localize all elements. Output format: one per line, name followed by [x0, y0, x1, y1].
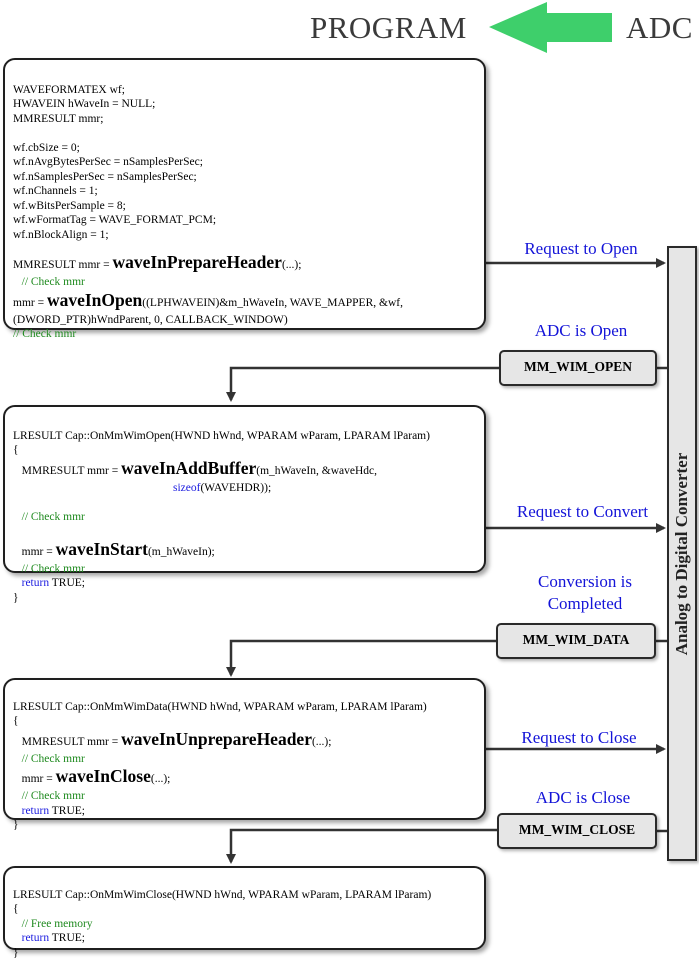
code-line: wf.cbSize = 0;	[13, 141, 80, 154]
code-text: TRUE;	[49, 577, 85, 589]
big-left-arrow	[489, 2, 612, 53]
label-conversion-line2: Completed	[547, 594, 623, 613]
fn-wave-in-prepare-header: waveInPrepareHeader	[112, 252, 282, 272]
adc-title: ADC	[626, 10, 693, 45]
code-comment: // Check mmr	[13, 790, 85, 802]
code-text: TRUE;	[49, 932, 85, 944]
code-line: wf.nSamplesPerSec = nSamplesPerSec;	[13, 170, 197, 183]
code-line: wf.nBlockAlign = 1;	[13, 228, 109, 241]
label-request-open: Request to Open	[524, 239, 638, 258]
code-text: (...);	[311, 735, 332, 748]
code-line: wf.nAvgBytesPerSec = nSamplesPerSec;	[13, 156, 203, 168]
msg-mm-wim-open: MM_WIM_OPEN	[499, 350, 657, 386]
program-title: PROGRAM	[310, 10, 467, 45]
code-text: MMRESULT mmr =	[13, 735, 122, 748]
fn-wave-in-start: waveInStart	[55, 538, 148, 559]
code-line: wf.wBitsPerSample = 8;	[13, 199, 126, 212]
code-brace: {	[13, 444, 19, 456]
label-adc-open: ADC is Open	[534, 321, 628, 340]
arrow-data-callback	[226, 639, 498, 677]
code-comment: // Check mmr	[13, 510, 85, 523]
code-text: mmr =	[13, 296, 47, 309]
fn-wave-in-unprepare-header: waveInUnprepareHeader	[121, 728, 312, 749]
function-signature: LRESULT Cap::OnMmWimData(HWND hWnd, WPAR…	[13, 700, 427, 713]
code-text: MMRESULT mmr =	[13, 464, 122, 477]
keyword-return: return	[21, 932, 50, 944]
adc-bar: Analog to Digital Converter	[667, 246, 697, 861]
code-text: mmr =	[13, 545, 56, 558]
keyword-sizeof: sizeof	[173, 481, 201, 494]
code-text: ((LPHWAVEIN)&m_hWaveIn, WAVE_MAPPER, &wf…	[142, 296, 403, 309]
code-text: TRUE;	[49, 804, 85, 817]
code-brace: }	[13, 946, 19, 959]
code-comment: // Check mmr	[13, 562, 85, 575]
code-line: wf.nChannels = 1;	[13, 185, 98, 197]
msg-mm-wim-data: MM_WIM_DATA	[496, 623, 656, 659]
label-request-close: Request to Close	[521, 728, 637, 747]
code-text: MMRESULT mmr =	[13, 259, 113, 271]
code-text: (...);	[281, 259, 302, 271]
code-comment: // Check mmr	[13, 752, 85, 765]
label-conversion-line1: Conversion is	[538, 572, 632, 591]
keyword-return: return	[21, 804, 50, 817]
code-box-on-wim-open: LRESULT Cap::OnMmWimOpen(HWND hWnd, WPAR…	[3, 405, 486, 604]
code-box-setup: WAVEFORMATEX wf; HWAVEIN hWaveIn = NULL; M…	[3, 58, 486, 340]
code-brace: }	[13, 591, 19, 604]
msg-mm-wim-close: MM_WIM_CLOSE	[497, 813, 657, 849]
code-text: mmr =	[13, 773, 56, 785]
code-brace: }	[13, 819, 19, 831]
code-line: HWAVEIN hWaveIn = NULL;	[13, 98, 156, 110]
arrow-open-callback	[226, 366, 500, 402]
fn-wave-in-open: waveInOpen	[46, 289, 143, 310]
code-text: (m_hWaveIn, &waveHdc,	[256, 464, 377, 477]
code-text: (m_hWaveIn);	[147, 545, 215, 558]
code-line: WAVEFORMATEX wf;	[13, 83, 125, 96]
function-signature: LRESULT Cap::OnMmWimOpen(HWND hWnd, WPAR…	[13, 429, 430, 442]
code-comment: // Check mmr	[13, 328, 77, 340]
code-brace: {	[13, 715, 19, 727]
code-brace: {	[13, 903, 19, 915]
fn-wave-in-close: waveInClose	[55, 766, 151, 786]
code-box-on-wim-data: LRESULT Cap::OnMmWimData(HWND hWnd, WPAR…	[3, 678, 486, 831]
label-request-convert: Request to Convert	[516, 502, 649, 521]
code-line: wf.wFormatTag = WAVE_FORMAT_PCM;	[13, 214, 217, 226]
code-box-on-wim-close: LRESULT Cap::OnMmWimClose(HWND hWnd, WPA…	[3, 866, 486, 959]
keyword-return: return	[21, 577, 50, 589]
fn-wave-in-add-buffer: waveInAddBuffer	[121, 457, 257, 478]
arrow-close-callback	[226, 828, 498, 864]
label-adc-close: ADC is Close	[535, 788, 631, 807]
function-signature: LRESULT Cap::OnMmWimClose(HWND hWnd, WPA…	[13, 888, 432, 901]
code-text: (WAVEHDR));	[200, 481, 272, 494]
code-comment: // Free memory	[13, 917, 93, 930]
code-line: MMRESULT mmr;	[13, 112, 104, 125]
code-text: (...);	[150, 773, 171, 785]
code-comment: // Check mmr	[13, 276, 85, 288]
code-line: (DWORD_PTR)hWndParent, 0, CALLBACK_WINDO…	[13, 313, 288, 326]
adc-bar-label: Analog to Digital Converter	[672, 452, 691, 655]
label-conversion-completed: Conversion is Completed	[510, 571, 660, 615]
